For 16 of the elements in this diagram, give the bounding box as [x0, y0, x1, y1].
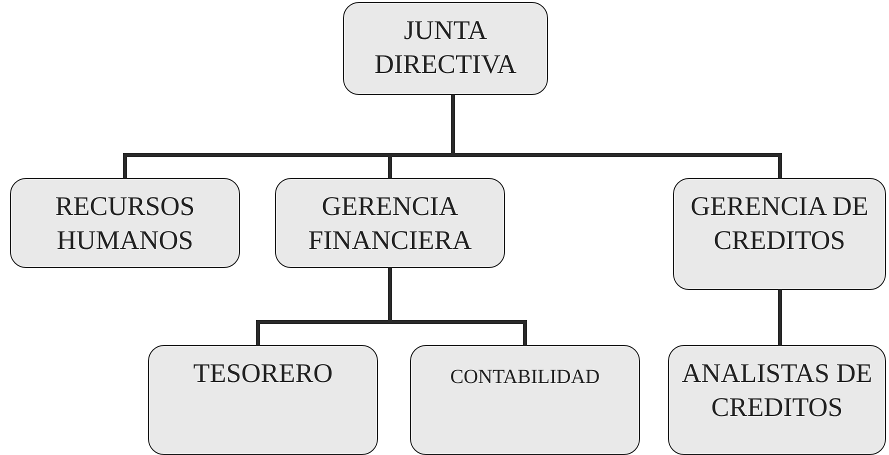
org-box [275, 178, 505, 268]
connector-line [451, 95, 782, 178]
box-title: ANALISTAS DE CREDITOS [680, 357, 874, 424]
org-box [343, 2, 548, 95]
box-title: GERENCIA DE CREDITOS [690, 190, 870, 257]
box-title: TESORERO [193, 357, 333, 390]
org-box [10, 178, 240, 268]
org-box [668, 345, 886, 455]
org-box [410, 345, 640, 455]
box-title: JUNTA DIRECTIVA [373, 14, 518, 81]
box-title: CONTABILIDAD [450, 365, 600, 390]
box-title: GERENCIA FINANCIERA [307, 190, 473, 257]
org-box [148, 345, 378, 455]
org-box [673, 178, 886, 290]
box-title: RECURSOS HUMANOS [54, 190, 196, 257]
connector-line [778, 290, 782, 345]
